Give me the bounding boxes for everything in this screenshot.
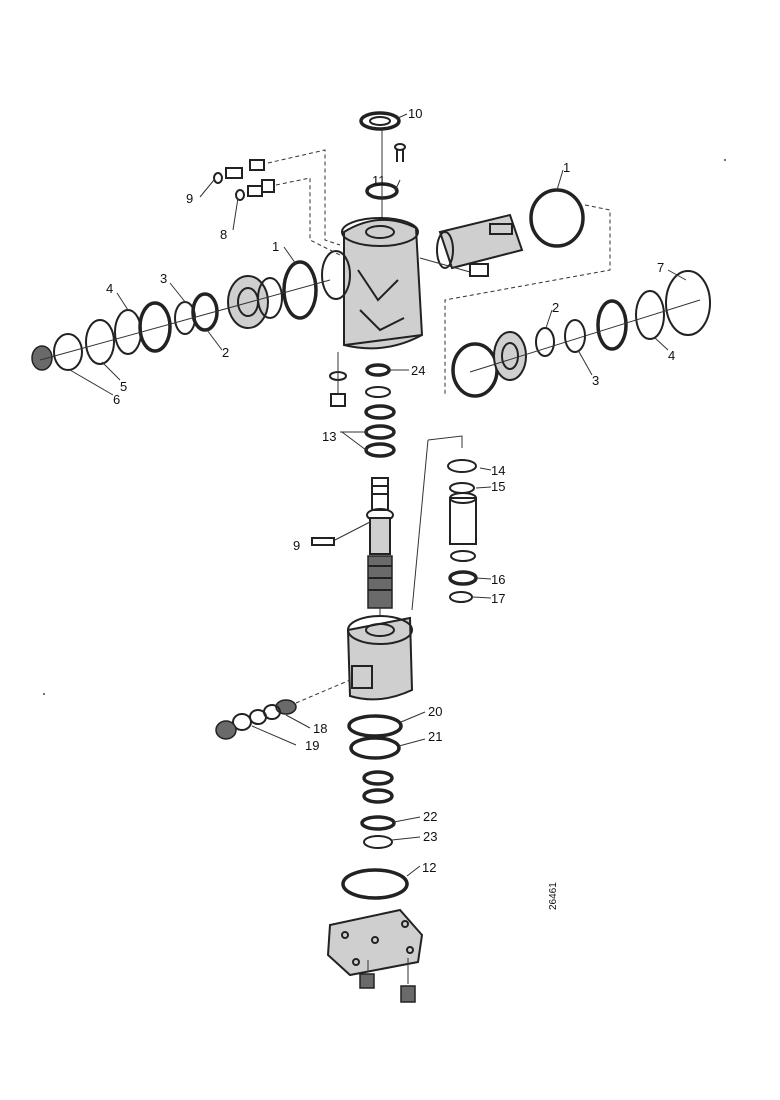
upper-housing	[321, 217, 424, 350]
callout-20: 20	[428, 704, 442, 719]
reference-code: 26461	[548, 882, 559, 910]
callout-6: 6	[113, 392, 120, 407]
callout-4-left: 4	[106, 281, 113, 296]
callout-16: 16	[491, 572, 505, 587]
callout-2-left: 2	[222, 345, 229, 360]
shaft-lead	[419, 257, 471, 273]
part-14-ring	[447, 459, 477, 473]
part-20-oring	[347, 714, 403, 738]
bottom-bolt-right	[400, 958, 416, 1003]
callout-2-right: 2	[552, 300, 559, 315]
callout-7: 7	[657, 260, 664, 275]
part-13-stack	[364, 386, 396, 458]
lower-bearings	[362, 770, 394, 804]
lower-housing	[346, 608, 414, 701]
group-bracket	[427, 435, 463, 448]
callout-5: 5	[120, 379, 127, 394]
callout-9-upper: 9	[186, 191, 193, 206]
part-23-ring	[363, 835, 393, 849]
part-21-oring	[349, 736, 401, 760]
sleeve	[449, 492, 477, 545]
part-8-valve	[235, 179, 275, 201]
part-15-ring	[449, 482, 475, 494]
part-9-pin	[213, 159, 265, 184]
callouts: 10 11 9 8 1 1 4 3 2 5 6 7 2 4 3 24 13 14…	[106, 106, 675, 875]
callout-15: 15	[491, 479, 505, 494]
callout-18: 18	[313, 721, 327, 736]
leader-9	[267, 149, 341, 246]
callout-10: 10	[408, 106, 422, 121]
left-axis	[39, 279, 331, 361]
part-9-pin-lower	[311, 537, 335, 546]
callout-3-left: 3	[160, 271, 167, 286]
part-1-oring-right	[529, 188, 585, 248]
leader-8	[275, 177, 341, 256]
part-24-ring	[365, 363, 391, 377]
callout-14: 14	[491, 463, 505, 478]
scan-speck	[724, 159, 726, 161]
callout-3-right: 3	[592, 373, 599, 388]
part-screw-top	[394, 143, 406, 162]
right-bearing	[493, 331, 527, 381]
part-4-right	[596, 290, 665, 351]
part-22-ring	[360, 815, 396, 831]
callout-24: 24	[411, 363, 425, 378]
callout-4-right: 4	[668, 348, 675, 363]
leader-lines	[69, 113, 687, 877]
callout-8: 8	[220, 227, 227, 242]
part-3-right	[564, 319, 586, 353]
small-bolt	[329, 352, 347, 407]
callout-1-left: 1	[272, 239, 279, 254]
center-shaft	[366, 477, 394, 609]
right-bracket	[444, 204, 611, 395]
part-5-left	[85, 319, 115, 365]
callout-9-lower: 9	[293, 538, 300, 553]
callout-11: 11	[372, 173, 386, 188]
part-2-left	[191, 292, 219, 332]
part-2-right	[535, 327, 555, 357]
part-6-left	[31, 333, 83, 371]
pin-lead	[334, 521, 371, 541]
part-12-oring	[341, 868, 409, 900]
callout-22: 22	[423, 809, 437, 824]
scan-speck	[43, 693, 45, 695]
callout-13: 13	[322, 429, 336, 444]
part-10-bearing	[359, 111, 401, 131]
part-16-rings	[448, 550, 478, 586]
right-shaft	[419, 213, 524, 277]
right-axis	[469, 299, 701, 373]
part-1-oring-left	[282, 260, 318, 320]
part-7-cover	[665, 270, 711, 336]
callout-12: 12	[422, 860, 436, 875]
part-17-ring	[449, 591, 473, 603]
callout-23: 23	[423, 829, 437, 844]
group-line	[411, 439, 429, 611]
left-gear	[227, 275, 283, 329]
part-4-left	[114, 301, 172, 355]
callout-17: 17	[491, 591, 505, 606]
callout-1-right: 1	[563, 160, 570, 175]
bottom-bolt-left	[359, 960, 375, 989]
valve-lead	[295, 679, 351, 704]
callout-21: 21	[428, 729, 442, 744]
callout-19: 19	[305, 738, 319, 753]
part-19-plug	[215, 713, 252, 740]
part-18-valve	[249, 699, 297, 725]
bottom-cover	[326, 908, 424, 977]
